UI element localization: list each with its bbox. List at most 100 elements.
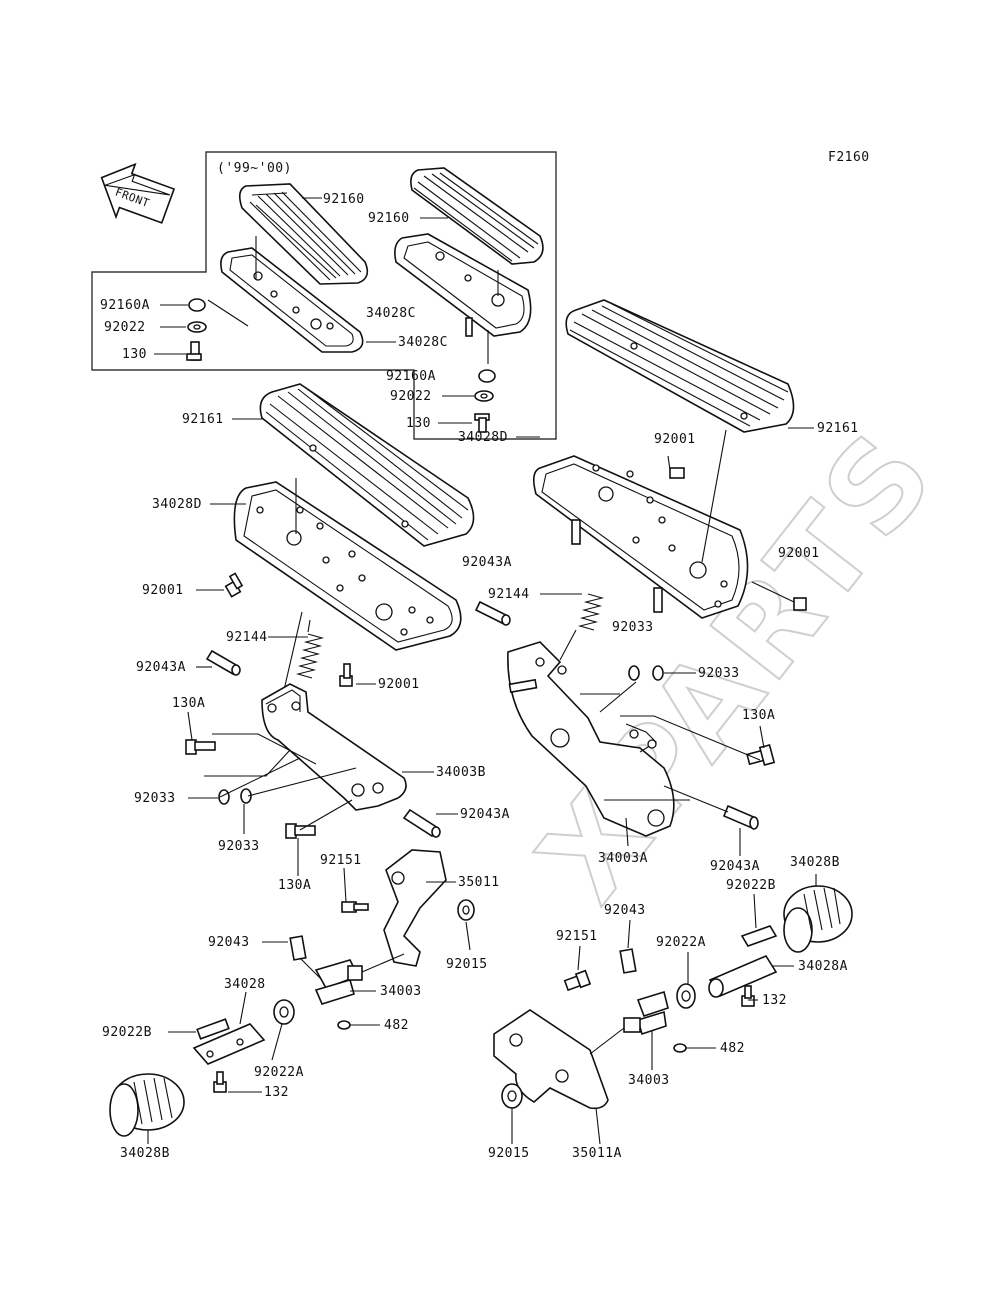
callout-label: 34028D [152, 497, 202, 512]
callout-label: 92015 [488, 1146, 530, 1161]
pad-icon [740, 925, 778, 947]
washer-icon [474, 390, 494, 402]
callout-label: 92161 [182, 412, 224, 427]
bolt-icon [213, 1071, 227, 1093]
callout-label: 92043A [460, 807, 510, 822]
floorboard-bracket-left [261, 683, 407, 811]
pin-icon [289, 935, 307, 961]
collar-icon [457, 899, 475, 921]
rubber-damper-icon [188, 298, 206, 312]
bolt-icon [341, 901, 369, 913]
bolt-icon [185, 739, 216, 755]
callout-label: 92022B [102, 1025, 152, 1040]
bolt-icon [741, 985, 755, 1007]
bolt-icon [669, 467, 685, 479]
cotter-pin-icon [673, 1043, 687, 1053]
pin-icon [474, 600, 511, 626]
callout-label: 92043A [136, 660, 186, 675]
rubber-damper-icon [478, 369, 496, 383]
callout-label: 132 [762, 993, 787, 1008]
callout-label: 34003 [380, 984, 422, 999]
inset-frame [91, 151, 557, 440]
callout-label: 92022A [254, 1065, 304, 1080]
callout-label: 34003 [628, 1073, 670, 1088]
bolt-icon [285, 823, 316, 839]
clip-icon [240, 788, 252, 804]
pin-icon [205, 649, 241, 676]
bolt-icon [746, 744, 776, 766]
callout-label: 35011 [458, 875, 500, 890]
callout-label: 92043A [710, 859, 760, 874]
callout-label: 92160 [368, 211, 410, 226]
callout-label: 92022 [390, 389, 432, 404]
spring-icon [559, 593, 605, 661]
callout-label: 130 [122, 347, 147, 362]
floorboard-rubber-left [259, 383, 475, 547]
bolt-icon [563, 969, 592, 992]
callout-label: 482 [384, 1018, 409, 1033]
callout-label: 34028B [790, 855, 840, 870]
callout-label: 130A [172, 696, 205, 711]
footpeg-holder-left [383, 849, 447, 967]
callout-labels: 92160 92160 92160A 92022 130 34028C 3402… [100, 192, 858, 1161]
callout-label: 92151 [556, 929, 598, 944]
pin-icon [619, 948, 637, 974]
diagram-code: F2160 [828, 150, 870, 165]
callout-label: 34003A [598, 851, 648, 866]
callout-label: 92033 [218, 839, 260, 854]
callout-label: 92001 [378, 677, 420, 692]
callout-label: 34028B [120, 1146, 170, 1161]
floorboard-rubber-left-inset [238, 183, 369, 285]
footpeg-holder-right [493, 1009, 609, 1110]
bolt-icon [793, 597, 807, 611]
callout-label: 34028A [798, 959, 848, 974]
footpeg-right [708, 954, 778, 998]
callout-label: 92160A [100, 298, 150, 313]
washer-icon [187, 321, 207, 333]
bolt-icon [474, 413, 490, 433]
bolt-icon [339, 663, 353, 687]
clip-icon [628, 665, 640, 681]
callout-label: 92015 [446, 957, 488, 972]
callout-label: 92043 [208, 935, 250, 950]
callout-label: 92022B [726, 878, 776, 893]
cotter-pin-icon [337, 1020, 351, 1030]
callout-label: 92033 [698, 666, 740, 681]
pin-icon [402, 808, 441, 838]
callout-label: 34003B [436, 765, 486, 780]
washer-icon [676, 983, 696, 1009]
callout-label: 92022A [656, 935, 706, 950]
callout-label: 34028C [398, 335, 448, 350]
bolt-icon [224, 572, 244, 598]
callout-label: 92001 [142, 583, 184, 598]
floorboard-rubber-right-inset [410, 167, 544, 265]
floorboard-plate-right-inset [394, 233, 532, 337]
callout-label: 92001 [778, 546, 820, 561]
pin-icon [722, 804, 759, 830]
callout-label: 130A [278, 878, 311, 893]
callout-label: 34028C [366, 306, 416, 321]
callout-label: 92001 [654, 432, 696, 447]
floorboard-rubber-right [565, 299, 795, 433]
callout-label: 130A [742, 708, 775, 723]
callout-label: 92144 [488, 587, 530, 602]
footpeg-clevis-left [314, 959, 363, 1005]
callout-label: 92022 [104, 320, 146, 335]
bolt-icon [508, 678, 538, 694]
callout-label: 92160 [323, 192, 365, 207]
washer-icon [273, 999, 295, 1025]
front-arrow-icon: FRONT [100, 162, 176, 224]
clip-icon [652, 665, 664, 681]
callout-label: 130 [406, 416, 431, 431]
callout-label: 132 [264, 1085, 289, 1100]
callout-label: 35011A [572, 1146, 622, 1161]
collar-icon [501, 1083, 523, 1109]
callout-label: 92043 [604, 903, 646, 918]
footpeg-rubber-left [109, 1073, 185, 1137]
inset-label: ('99~'00) [217, 161, 292, 176]
callout-label: 92033 [134, 791, 176, 806]
footpeg-clevis-right [623, 990, 669, 1036]
spring-icon [295, 619, 325, 679]
footpeg-rubber-right [783, 885, 853, 953]
